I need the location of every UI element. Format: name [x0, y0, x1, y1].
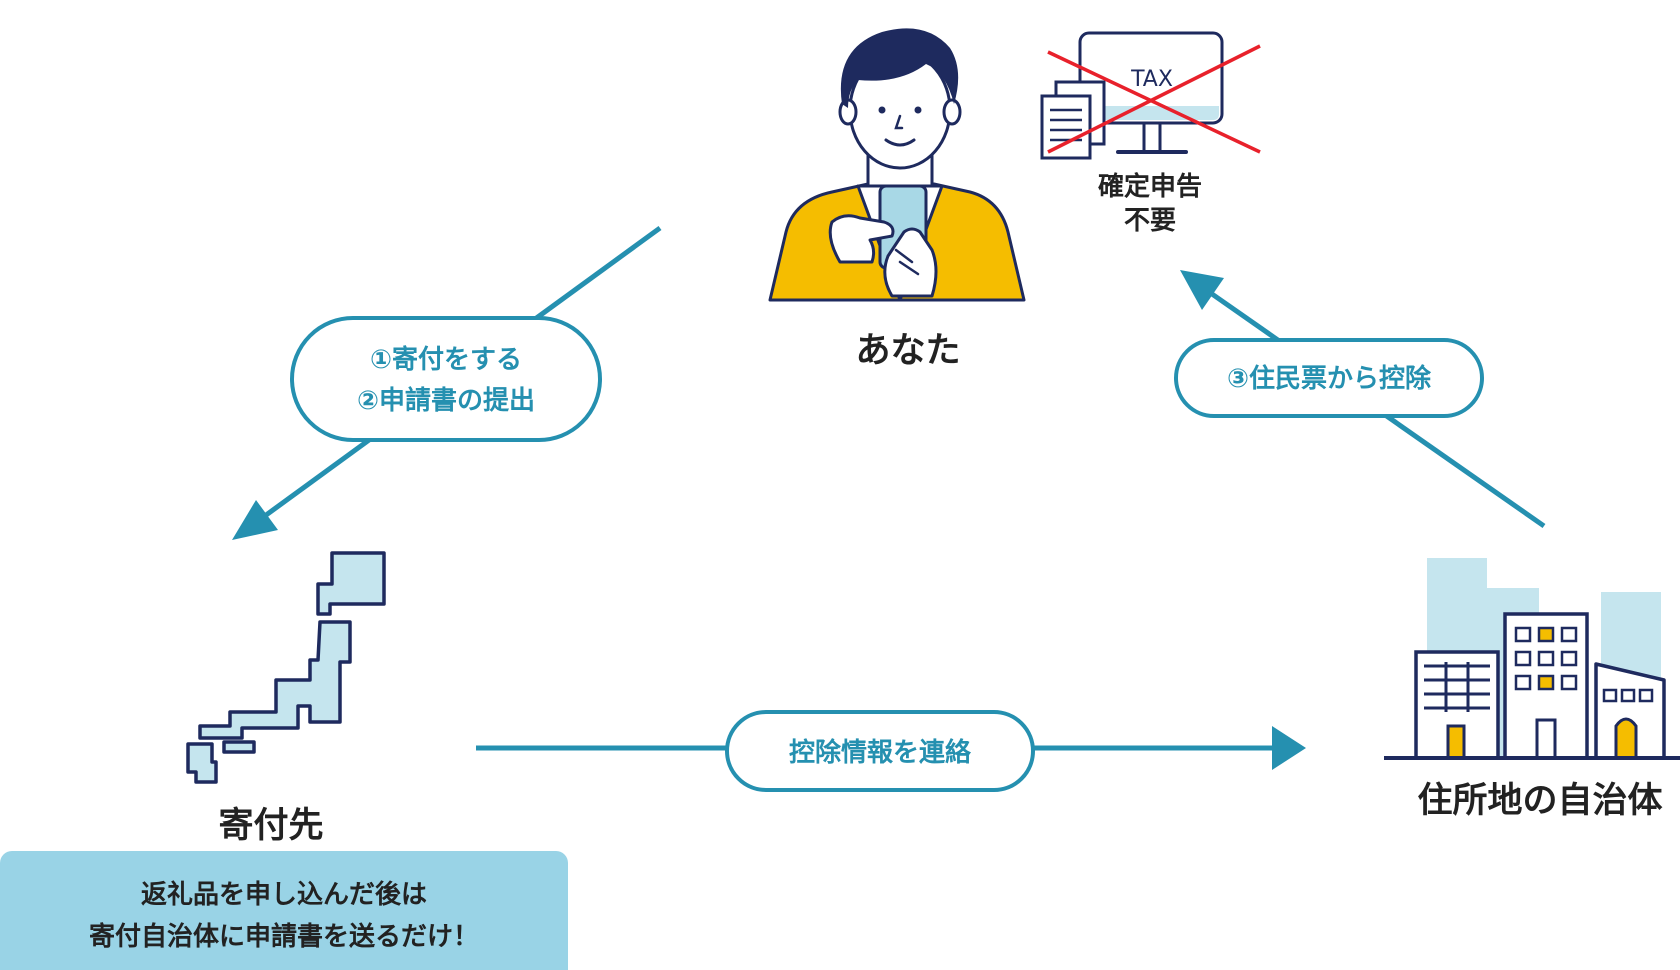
step2-label: ②申請書の提出: [357, 385, 535, 416]
tax-return-label-line1: 確定申告: [1098, 171, 1202, 202]
you-label: あなた: [855, 331, 960, 371]
notify-label: 控除情報を連絡: [789, 737, 972, 768]
tax-screen-text: TAX: [1130, 67, 1173, 92]
step1-label: ①寄付をする: [370, 344, 522, 375]
not-required-cross-icon: [1047, 44, 1261, 154]
municipality-label: 住所地の自治体: [1417, 781, 1662, 821]
step3-label-pill: ③住民票から控除: [1174, 338, 1484, 418]
japan-map-icon: [186, 551, 386, 784]
note-box: 返礼品を申し込んだ後は 寄付自治体に申請書を送るだけ！: [0, 851, 568, 970]
tax-return-monitor-icon: TAX: [1040, 31, 1224, 160]
note-line1: 返礼品を申し込んだ後は: [141, 879, 427, 910]
note-line2: 寄付自治体に申請書を送るだけ！: [89, 921, 479, 952]
donee-label: 寄付先: [218, 806, 323, 846]
tax-return-label-line2: 不要: [1124, 206, 1176, 236]
step3-label: ③住民票から控除: [1227, 363, 1432, 394]
notify-label-pill: 控除情報を連絡: [725, 710, 1035, 792]
step1-step2-label-pill: ①寄付をする ②申請書の提出: [290, 316, 602, 442]
municipal-buildings-icon: [1384, 558, 1680, 760]
person-with-phone-icon: [768, 28, 1026, 302]
